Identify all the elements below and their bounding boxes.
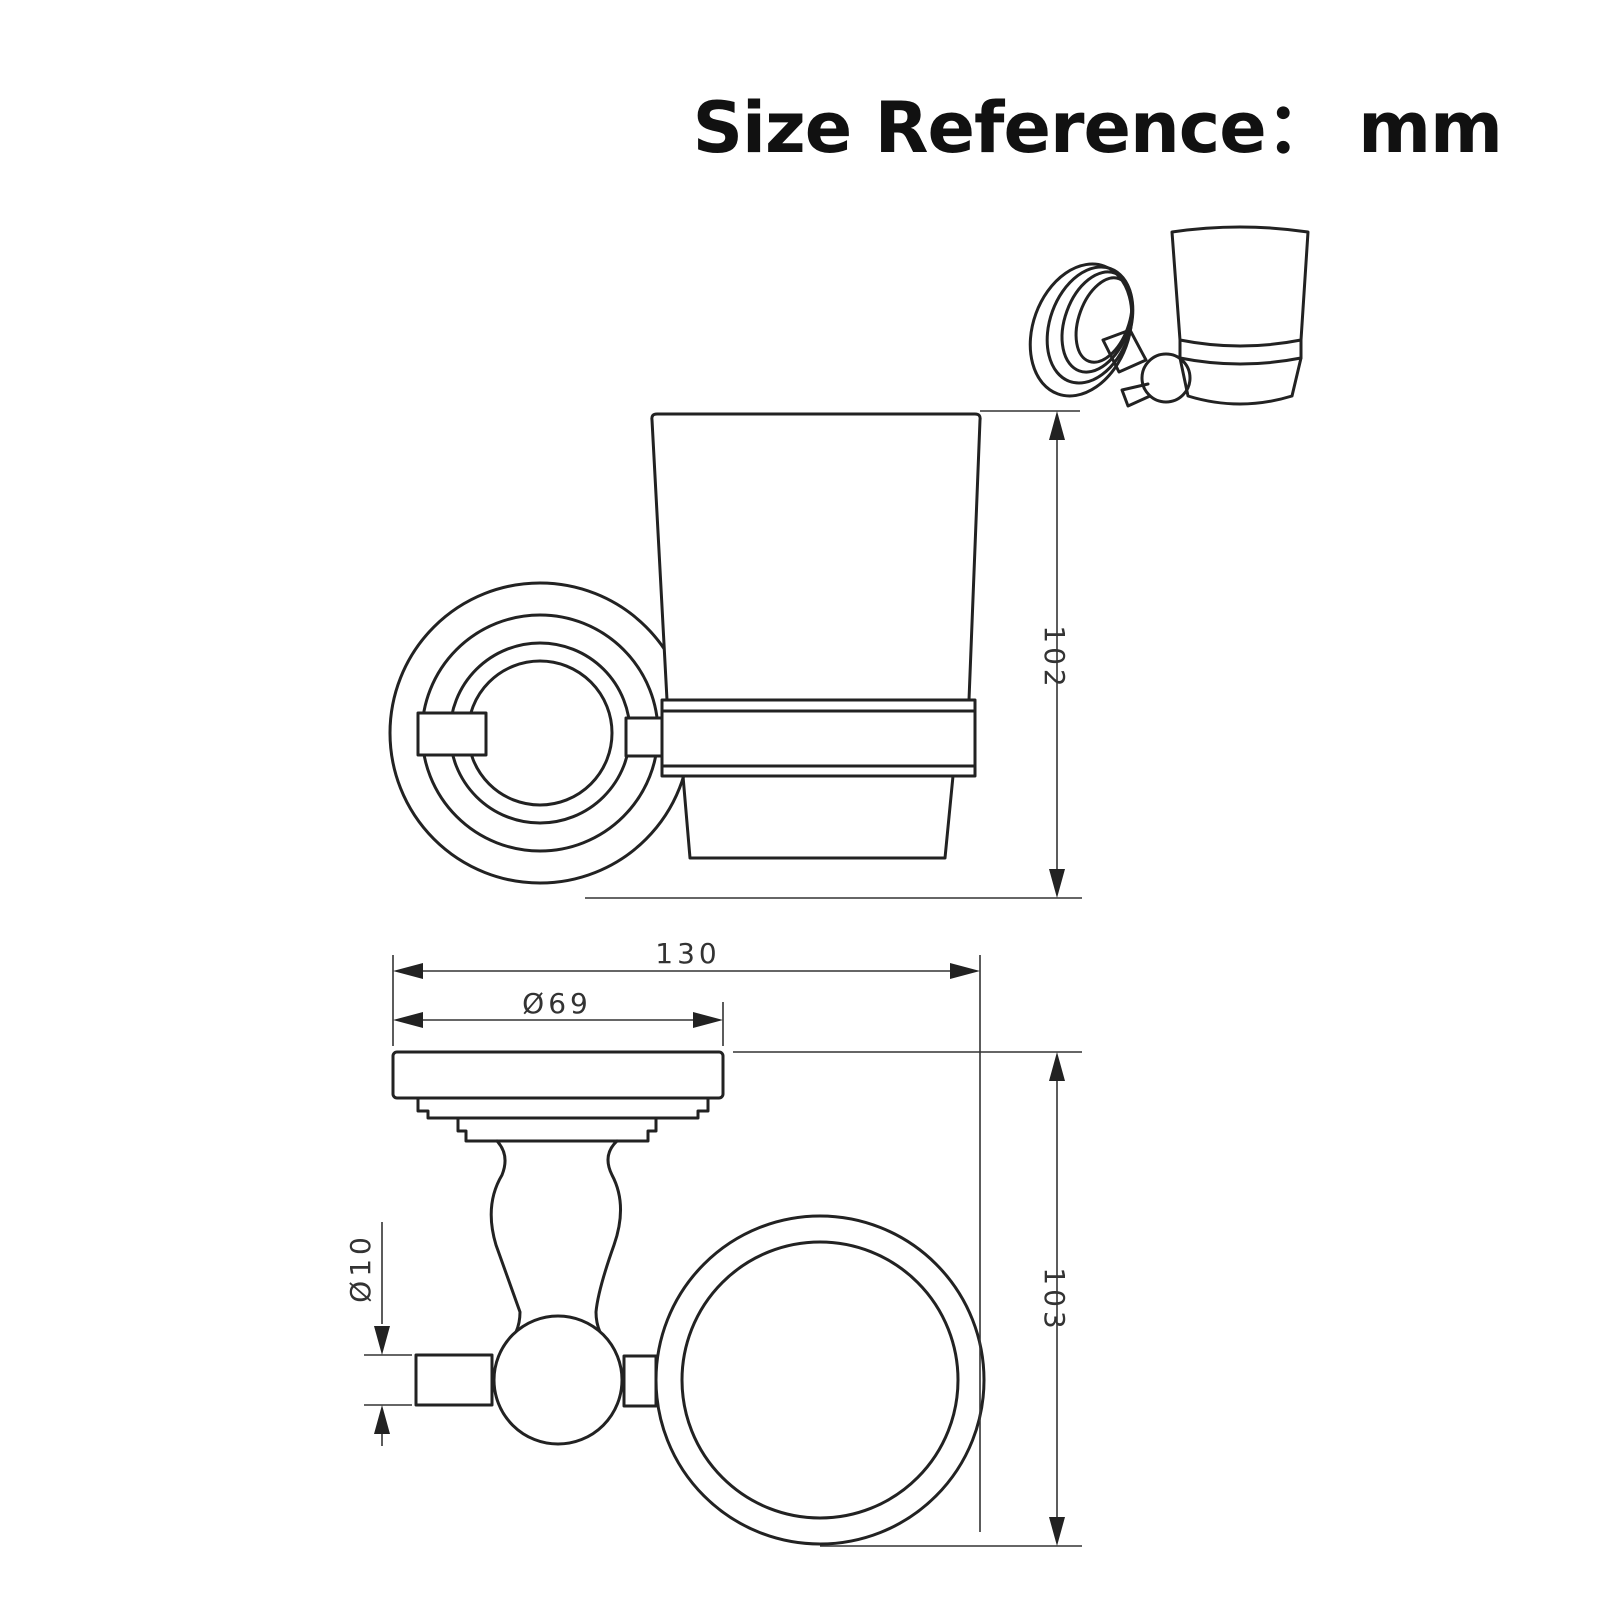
holder-band <box>660 698 977 778</box>
front-view <box>388 412 982 885</box>
dimension-height-front: 102 <box>585 410 1082 899</box>
holder-ring-outer <box>654 1214 986 1546</box>
arm-knob <box>492 1314 624 1446</box>
dimension-overall-width: 130 <box>392 937 981 1532</box>
flange-step-1 <box>416 1096 710 1120</box>
ring-connector <box>622 1354 658 1408</box>
tumbler-glass <box>650 412 982 702</box>
holder-ring-inner <box>680 1240 960 1520</box>
flange-step-2 <box>456 1116 658 1143</box>
dimension-rod-diameter: Ø10 <box>344 1222 412 1446</box>
dimension-base-diameter: Ø69 <box>393 987 724 1046</box>
product-preview-icon <box>1028 225 1310 408</box>
tumbler-base <box>681 774 955 860</box>
dim-label-130: 130 <box>655 937 720 970</box>
dim-label-d69: Ø69 <box>522 987 592 1020</box>
dim-label-103: 103 <box>1038 1267 1071 1332</box>
flange-top <box>391 1050 725 1100</box>
top-view <box>391 1050 986 1546</box>
right-stub <box>624 716 666 758</box>
page-title: Size Reference： mm <box>692 87 1503 169</box>
left-stub <box>416 711 488 757</box>
arm-neck <box>489 1139 623 1334</box>
rod <box>414 1353 494 1407</box>
dim-label-102: 102 <box>1038 625 1071 690</box>
dimension-overall-depth: 103 <box>733 1051 1082 1547</box>
backplate-core-ring <box>466 659 614 807</box>
dim-label-d10: Ø10 <box>344 1233 377 1303</box>
